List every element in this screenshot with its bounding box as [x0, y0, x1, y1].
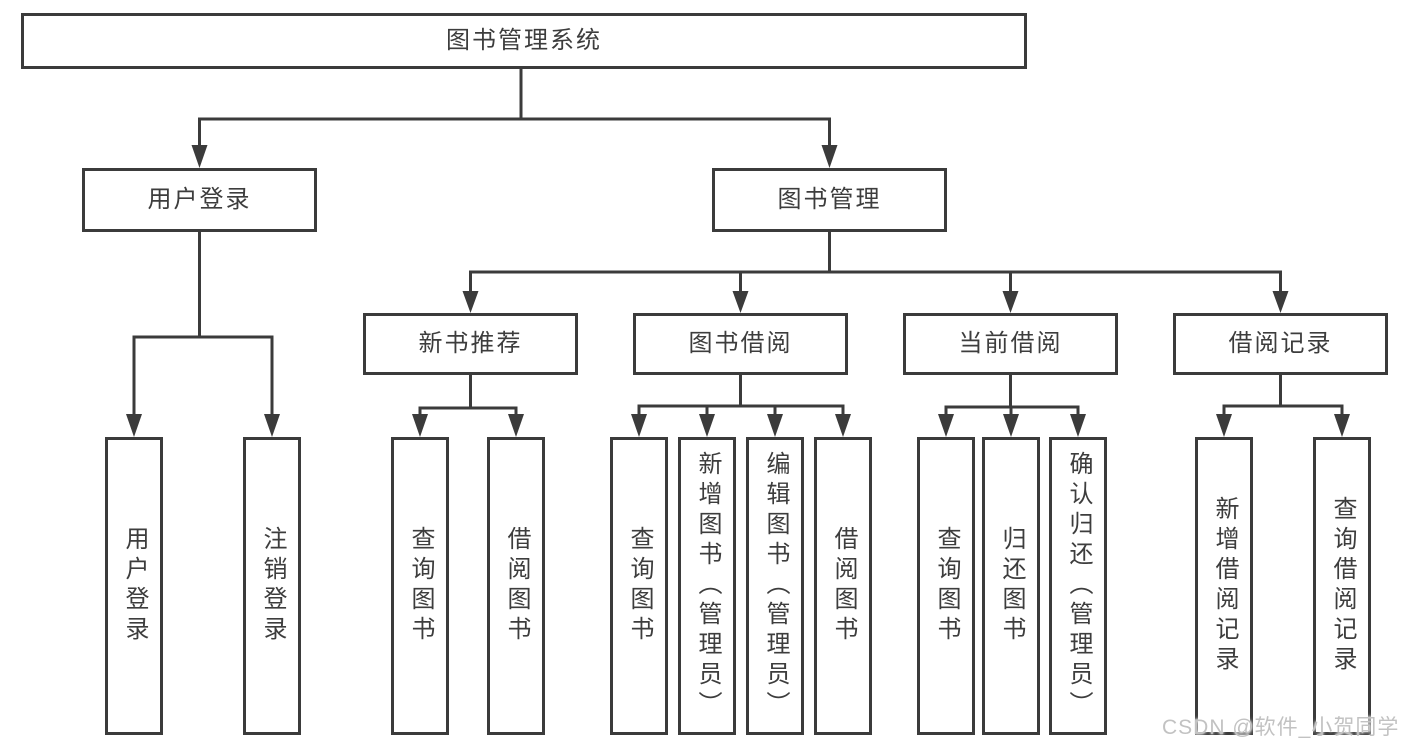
csdn-watermark: CSDN @软件_小贺同学	[1162, 716, 1400, 739]
leaf-return-book: 归还图书	[982, 437, 1040, 735]
leaf-user-login: 用户登录	[105, 437, 163, 735]
node-borrow-records: 借阅记录	[1173, 313, 1388, 375]
leaf-add-borrow-record: 新增借阅记录	[1195, 437, 1253, 735]
leaf-query-books-borrow: 查询图书	[610, 437, 668, 735]
leaf-query-books-recommend: 查询图书	[391, 437, 449, 735]
node-book-management: 图书管理	[712, 168, 947, 232]
leaf-confirm-return-admin: 确认归还（管理员）	[1049, 437, 1107, 735]
node-library-management-system: 图书管理系统	[21, 13, 1027, 69]
leaf-borrow-books-borrow: 借阅图书	[814, 437, 872, 735]
leaf-edit-book-admin: 编辑图书（管理员）	[746, 437, 804, 735]
node-current-borrow: 当前借阅	[903, 313, 1118, 375]
leaf-borrow-books-recommend: 借阅图书	[487, 437, 545, 735]
leaf-logout: 注销登录	[243, 437, 301, 735]
node-book-borrow: 图书借阅	[633, 313, 848, 375]
leaf-query-books-current: 查询图书	[917, 437, 975, 735]
leaf-query-borrow-record: 查询借阅记录	[1313, 437, 1371, 735]
arrowhead-icons	[126, 145, 1350, 437]
node-new-book-recommend: 新书推荐	[363, 313, 578, 375]
leaf-add-book-admin: 新增图书（管理员）	[678, 437, 736, 735]
node-user-login: 用户登录	[82, 168, 317, 232]
